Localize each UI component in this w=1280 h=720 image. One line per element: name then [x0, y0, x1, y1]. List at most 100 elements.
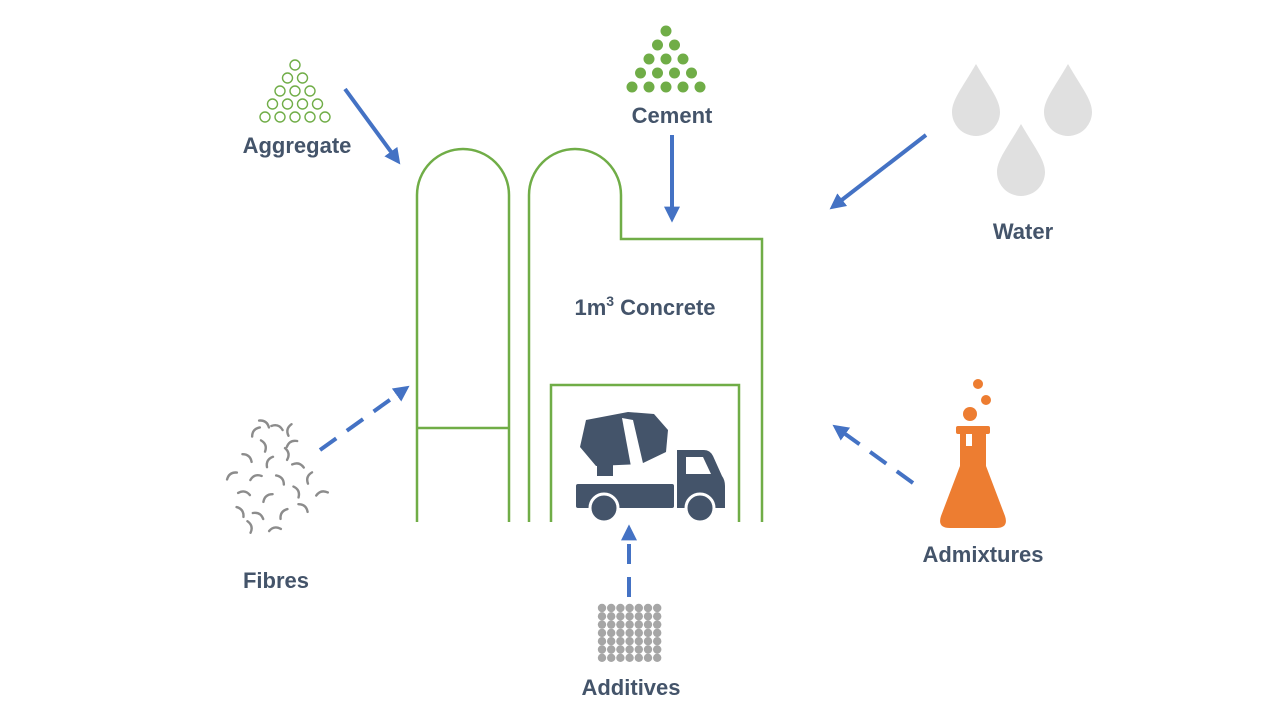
icon-dot: [677, 81, 689, 93]
fibre-strand: [285, 439, 299, 449]
fibre-strand: [291, 462, 305, 469]
fibres-icon: [225, 419, 329, 534]
icon-dot: [289, 111, 301, 123]
icon-dot: [616, 653, 625, 662]
fibre-strand: [257, 419, 271, 429]
fibre-strand: [235, 505, 245, 519]
icon-dot: [625, 620, 634, 629]
icon-dot: [643, 81, 655, 93]
icon-dot: [634, 637, 643, 646]
mixer-truck-icon: [576, 412, 725, 524]
icon-dot: [281, 98, 294, 110]
icon-dot: [626, 81, 638, 93]
water-arrow: [829, 133, 928, 210]
icon-dot: [607, 653, 616, 662]
icon-dot: [625, 637, 634, 646]
icon-dot: [625, 645, 634, 654]
water-drops-icon: [952, 64, 1092, 196]
icon-dot: [616, 612, 625, 621]
icon-dot: [607, 637, 616, 646]
icon-dot: [616, 620, 625, 629]
icon-dot: [625, 653, 634, 662]
icon-dot: [616, 637, 625, 646]
fibre-strand: [259, 439, 267, 453]
icon-dot: [597, 645, 607, 654]
aggregate-label: Aggregate: [243, 133, 352, 158]
icon-dot: [607, 612, 616, 621]
icon-dot: [643, 637, 653, 646]
icon-dot: [296, 98, 309, 110]
icon-dot: [616, 628, 625, 638]
icon-dot: [686, 67, 697, 79]
icon-dot: [643, 53, 655, 65]
fibre-strand: [262, 492, 274, 504]
fibre-strand: [267, 526, 283, 533]
icon-dot: [643, 628, 653, 638]
fibre-strand: [315, 490, 329, 497]
icon-dot: [643, 653, 653, 662]
batching-plant: [415, 147, 764, 522]
icon-dot: [311, 98, 324, 110]
icon-dot: [669, 67, 680, 79]
fibre-strand: [241, 452, 253, 464]
fibres-arrow: [318, 385, 410, 452]
icon-dot: [289, 85, 301, 97]
icon-dot: [296, 72, 309, 84]
icon-dot: [597, 653, 607, 662]
fibre-strand: [274, 474, 286, 486]
icon-dot: [274, 85, 286, 97]
icon-dot: [653, 653, 662, 662]
fibre-strand: [236, 490, 252, 497]
icon-dot: [653, 628, 662, 638]
icon-dot: [634, 628, 643, 638]
icon-dot: [625, 612, 634, 621]
icon-dot: [597, 628, 607, 638]
fibre-strand: [292, 485, 301, 499]
truck-bay: [549, 383, 741, 522]
icon-dot: [259, 111, 271, 123]
fibre-strand: [297, 502, 309, 514]
icon-dot: [652, 39, 663, 51]
admixtures-arrow: [832, 424, 915, 485]
icon-dot: [616, 603, 625, 613]
fibre-strand: [250, 426, 262, 438]
cement-label: Cement: [632, 103, 713, 128]
cement-icon: [626, 25, 706, 93]
icon-dot: [677, 53, 689, 65]
icon-dot: [634, 653, 643, 662]
aggregate-arrow: [343, 87, 401, 165]
additives-label: Additives: [581, 675, 680, 700]
icon-dot: [607, 628, 616, 638]
fibre-strand: [286, 423, 293, 437]
icon-dot: [634, 620, 643, 629]
icon-dot: [653, 645, 662, 654]
icon-dot: [607, 620, 616, 629]
fibre-strand: [251, 511, 265, 521]
icon-dot: [304, 111, 316, 123]
icon-dot: [634, 603, 643, 613]
fibre-strand: [265, 455, 275, 469]
fibre-strand: [225, 471, 239, 481]
icon-dot: [616, 645, 625, 654]
icon-dot: [597, 612, 607, 621]
icon-dot: [607, 603, 616, 613]
icon-dot: [652, 67, 663, 79]
icon-dot: [625, 603, 634, 613]
icon-dot: [634, 645, 643, 654]
fibre-strand: [283, 446, 290, 462]
icon-dot: [643, 645, 653, 654]
icon-dot: [625, 628, 634, 638]
icon-dot: [289, 59, 301, 71]
fibre-strand: [246, 520, 253, 534]
icon-dot: [660, 25, 672, 37]
icon-dot: [607, 645, 616, 654]
icon-dot: [643, 612, 653, 621]
icon-dot: [660, 81, 672, 93]
icon-dot: [660, 53, 672, 65]
main-building: [527, 147, 764, 522]
icon-dot: [653, 620, 662, 629]
fibres-label: Fibres: [243, 568, 309, 593]
icon-dot: [274, 111, 286, 123]
icon-dot: [266, 98, 279, 110]
